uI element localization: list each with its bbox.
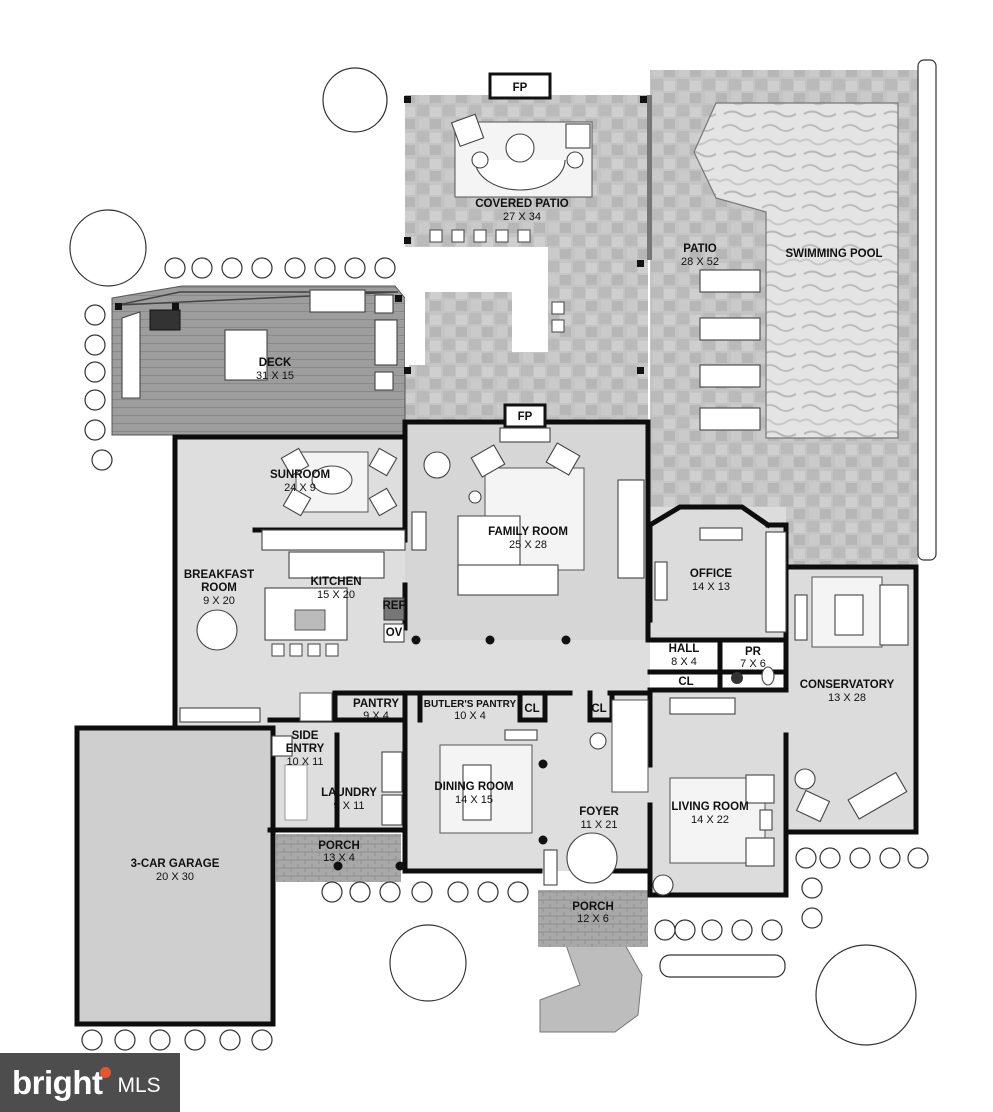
front-walk [539,944,643,1033]
cl-label-hall: CL [678,676,693,688]
garage-floor [77,728,273,1024]
landscaping [69,59,937,1051]
fp-label-patio: FP [513,82,528,94]
hall-dim: 8 X 4 [671,656,697,668]
cl-label-foyer: CL [591,703,606,715]
dining-room-dim: 14 X 15 [455,794,493,806]
furniture [121,113,909,896]
front-porch-name: PORCH [572,901,614,913]
garage-name: 3-CAR GARAGE [131,858,220,870]
dining-room-name: DINING ROOM [434,781,513,793]
deck-rail [117,291,399,306]
side-entry-dim: 10 X 11 [286,756,323,768]
foyer-name: FOYER [579,806,619,818]
cl-label-butlers: CL [524,703,539,715]
sunroom-dim: 24 X 9 [284,482,316,494]
fireplace-patio: FP [488,72,552,100]
side-entry-name-1: SIDE [292,730,319,742]
watermark-suffix: MLS [117,1073,161,1097]
fireplace-family: FP [503,403,547,429]
front-porch-surface [538,890,648,947]
patio-name: PATIO [683,243,716,255]
covered-patio-dim: 27 X 34 [503,211,541,223]
garage-dim: 20 X 30 [156,871,194,883]
office-dim: 14 X 13 [692,581,730,593]
conservatory-name: CONSERVATORY [800,679,895,691]
ref-label: REF [383,600,406,612]
covered-patio-notch [405,247,548,365]
columns [115,96,647,871]
fp-label-family: FP [518,411,533,423]
pantry-dim: 9 X 4 [363,710,389,722]
breakfast-room-dim: 9 X 20 [203,595,235,607]
kitchen-dim: 15 X 20 [317,589,355,601]
side-porch-name: PORCH [318,840,360,852]
front-porch-dim: 12 X 6 [577,913,609,925]
pr-name: PR [745,646,762,658]
sunroom-name: SUNROOM [270,469,330,481]
side-porch-dim: 13 X 4 [323,852,355,864]
side-porch-surface [276,834,401,882]
pantry-name: PANTRY [353,698,399,710]
swimming-pool [693,102,899,439]
kitchen-name: KITCHEN [310,576,361,588]
family-room-dim: 25 X 28 [509,539,547,551]
living-room-name: LIVING ROOM [671,801,748,813]
deck-dim: 31 X 15 [256,370,294,382]
family-room-name: FAMILY ROOM [488,526,568,538]
bright-mls-watermark: bright MLS [0,1053,180,1112]
pr-dim: 7 X 6 [740,658,766,670]
patio-divider [647,95,652,260]
hall-name: HALL [669,643,700,655]
foyer-dim: 11 X 21 [580,819,617,831]
breakfast-room-name-2: ROOM [201,582,237,594]
swimming-pool-name: SWIMMING POOL [785,248,882,260]
hearth-family [499,427,551,443]
patio-dim: 28 X 52 [681,256,719,268]
side-entry-name-2: ENTRY [286,743,325,755]
butlers-pantry-name: BUTLER'S PANTRY [424,699,517,710]
deck-name: DECK [259,357,292,369]
conservatory-dim: 13 X 28 [828,692,866,704]
watermark-brand: bright [12,1063,103,1101]
room-labels: COVERED PATIO 27 X 34 PATIO 28 X 52 SWIM… [131,198,895,925]
covered-patio-name: COVERED PATIO [475,198,569,210]
breakfast-room-name-1: BREAKFAST [184,569,254,581]
living-room-dim: 14 X 22 [691,814,729,826]
laundry-dim: 9 X 11 [334,800,365,812]
butlers-pantry-dim: 10 X 4 [454,710,486,722]
office-name: OFFICE [690,568,732,580]
watermark-dot-icon [100,1067,112,1078]
ov-label: OV [386,627,403,639]
laundry-name: LAUNDRY [321,787,377,799]
